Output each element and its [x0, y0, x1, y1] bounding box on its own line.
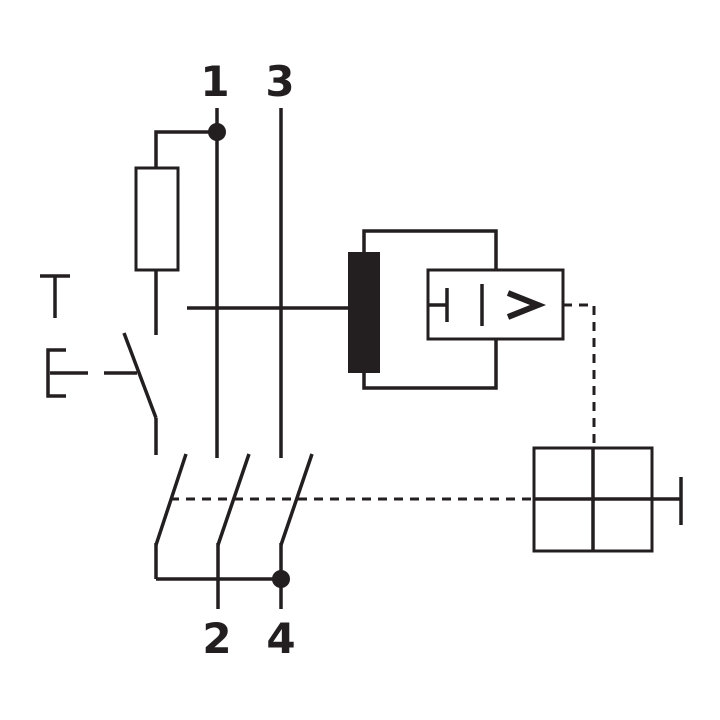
test-circuit-wire-top [154, 130, 217, 168]
terminal-label-3: 3 [265, 57, 294, 106]
threshold-chevron-icon [506, 290, 547, 320]
terminal-label-4: 4 [266, 614, 295, 663]
secondary-winding-loop-top [362, 229, 498, 270]
switch-blade-pole-1 [216, 453, 251, 546]
secondary-winding-loop-bottom [362, 339, 498, 390]
relay-to-mechanism-link [563, 303, 596, 448]
test-button-E-symbol [46, 348, 66, 398]
switch-blade-test [154, 453, 188, 546]
test-switch-blade [122, 332, 158, 419]
terminal-label-1: 1 [200, 57, 229, 106]
test-resistor [134, 166, 180, 272]
switch-blade-pole-3 [279, 453, 314, 546]
terminal-label-2: 2 [202, 614, 231, 663]
junction-dot-bottom [272, 570, 290, 588]
toroid-core [348, 252, 380, 373]
